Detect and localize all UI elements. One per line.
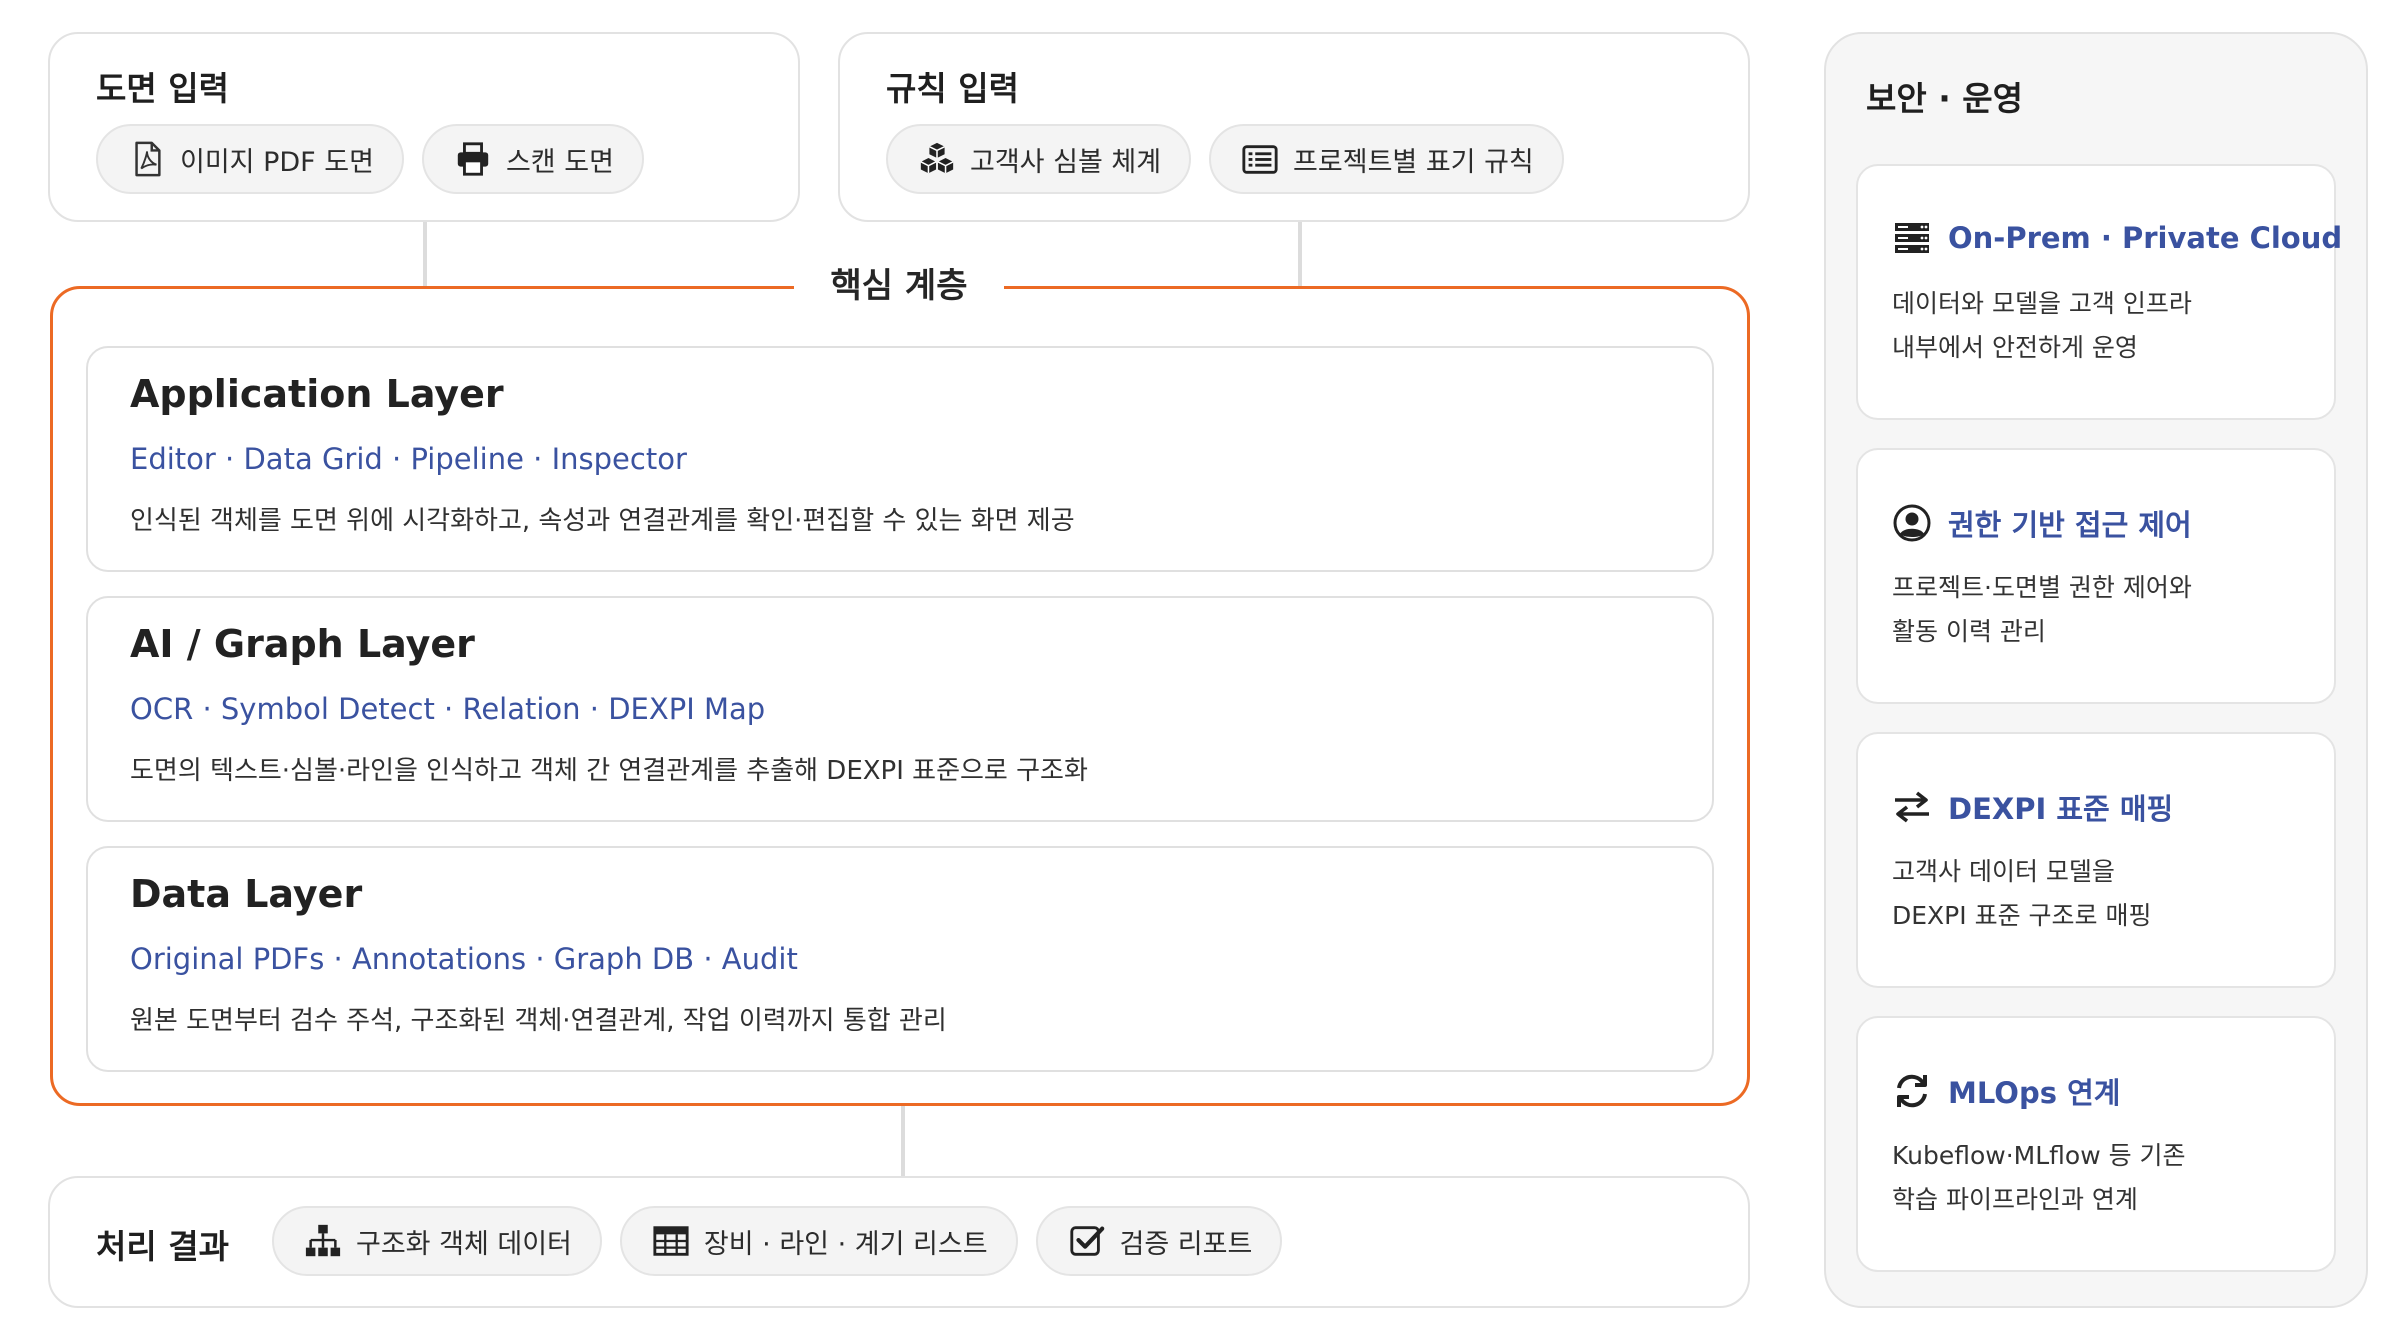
chip-scan[interactable]: 스캔 도면 [421,124,644,194]
drawing-input-chips: 이미지 PDF 도면 스캔 도면 [96,124,644,194]
application-layer-card[interactable]: Application Layer Editor · Data Grid · P… [86,346,1714,572]
rule-input-chips: 고객사 심볼 체계 프로젝트별 표기 규칙 [886,124,1564,194]
hierarchy-icon [305,1224,341,1257]
chip-validation-report[interactable]: 검증 리포트 [1035,1206,1283,1276]
server-icon [1895,223,1929,253]
chip-label: 구조화 객체 데이터 [356,1228,572,1260]
ai-graph-layer-card[interactable]: AI / Graph Layer OCR · Symbol Detect · R… [86,596,1714,822]
sync-icon [1897,1074,1927,1108]
output-chips: 구조화 객체 데이터 장비 · 라인 · 계기 리스트 검증 리포트 [272,1206,1283,1276]
feature-title: MLOps 연계 [1948,1076,2121,1110]
feature-description-line: 내부에서 안전하게 운영 [1892,333,2138,362]
feature-title: DEXPI 표준 매핑 [1948,792,2174,826]
core-layers-label: 핵심 계층 [794,262,1004,310]
printer-icon [457,142,489,176]
security-operations-title: 보안 · 운영 [1866,79,2023,118]
chip-label: 검증 리포트 [1119,1228,1253,1260]
feature-title: On-Prem · Private Cloud [1948,221,2343,255]
list-icon [1242,145,1278,174]
chip-label: 프로젝트별 표기 규칙 [1293,146,1534,178]
chip-equipment-list[interactable]: 장비 · 라인 · 계기 리스트 [619,1206,1018,1276]
rule-input-title: 규칙 입력 [886,69,1019,108]
layer-tags: Original PDFs · Annotations · Graph DB ·… [130,942,798,976]
feature-header: On-Prem · Private Cloud [1892,218,2342,258]
layer-title: Data Layer [130,872,363,916]
feature-description-line: 활동 이력 관리 [1892,617,2046,646]
user-circle-icon [1893,504,1931,542]
feature-title: 권한 기반 접근 제어 [1948,508,2192,542]
feature-description-line: 고객사 데이터 모델을 [1892,857,2115,886]
layer-title: Application Layer [130,372,504,416]
layer-description: 원본 도면부터 검수 주석, 구조화된 객체·연결관계, 작업 이력까지 통합 … [130,1006,947,1036]
feature-mlops[interactable]: MLOps 연계 Kubeflow·MLflow 등 기존 학습 파이프라인과 … [1856,1016,2336,1272]
layer-tags: Editor · Data Grid · Pipeline · Inspecto… [130,442,687,476]
chip-symbol-system[interactable]: 고객사 심볼 체계 [886,124,1192,194]
feature-description-line: Kubeflow·MLflow 등 기존 [1892,1141,2186,1170]
feature-description-line: 학습 파이프라인과 연계 [1892,1185,2138,1214]
feature-header: MLOps 연계 [1892,1070,2120,1112]
feature-header: 권한 기반 접근 제어 [1892,502,2192,544]
cubes-icon [920,142,954,174]
layer-tags: OCR · Symbol Detect · Relation · DEXPI M… [130,692,766,726]
chip-label: 스캔 도면 [505,146,614,178]
drawing-input-title: 도면 입력 [96,69,229,108]
layer-title: AI / Graph Layer [130,622,475,666]
feature-description-line: DEXPI 표준 구조로 매핑 [1892,901,2152,930]
exchange-icon [1895,791,1929,823]
chip-image-pdf[interactable]: 이미지 PDF 도면 [96,124,404,194]
connector-core-to-output [901,1106,905,1176]
feature-on-prem[interactable]: On-Prem · Private Cloud 데이터와 모델을 고객 인프라 … [1856,164,2342,420]
feature-header: DEXPI 표준 매핑 [1892,786,2173,828]
connector-rules-to-core [1298,222,1302,286]
check-square-icon [1069,1226,1104,1256]
feature-access-control[interactable]: 권한 기반 접근 제어 프로젝트·도면별 권한 제어와 활동 이력 관리 [1856,448,2336,704]
feature-dexpi-mapping[interactable]: DEXPI 표준 매핑 고객사 데이터 모델을 DEXPI 표준 구조로 매핑 [1856,732,2336,988]
chip-notation-rules[interactable]: 프로젝트별 표기 규칙 [1209,124,1564,194]
feature-description-line: 데이터와 모델을 고객 인프라 [1892,289,2192,318]
output-title: 처리 결과 [96,1227,229,1266]
table-icon [653,1226,689,1256]
pdf-file-icon [135,141,161,177]
layer-description: 도면의 텍스트·심볼·라인을 인식하고 객체 간 연결관계를 추출해 DEXPI… [130,756,1088,786]
layer-description: 인식된 객체를 도면 위에 시각화하고, 속성과 연결관계를 확인·편집할 수 … [130,506,1075,536]
chip-label: 이미지 PDF 도면 [180,146,374,178]
feature-description-line: 프로젝트·도면별 권한 제어와 [1892,573,2192,602]
chip-label: 장비 · 라인 · 계기 리스트 [703,1228,988,1260]
data-layer-card[interactable]: Data Layer Original PDFs · Annotations ·… [86,846,1714,1072]
connector-drawing-to-core [423,222,427,286]
chip-structured-data[interactable]: 구조화 객체 데이터 [272,1206,602,1276]
chip-label: 고객사 심볼 체계 [970,146,1162,178]
